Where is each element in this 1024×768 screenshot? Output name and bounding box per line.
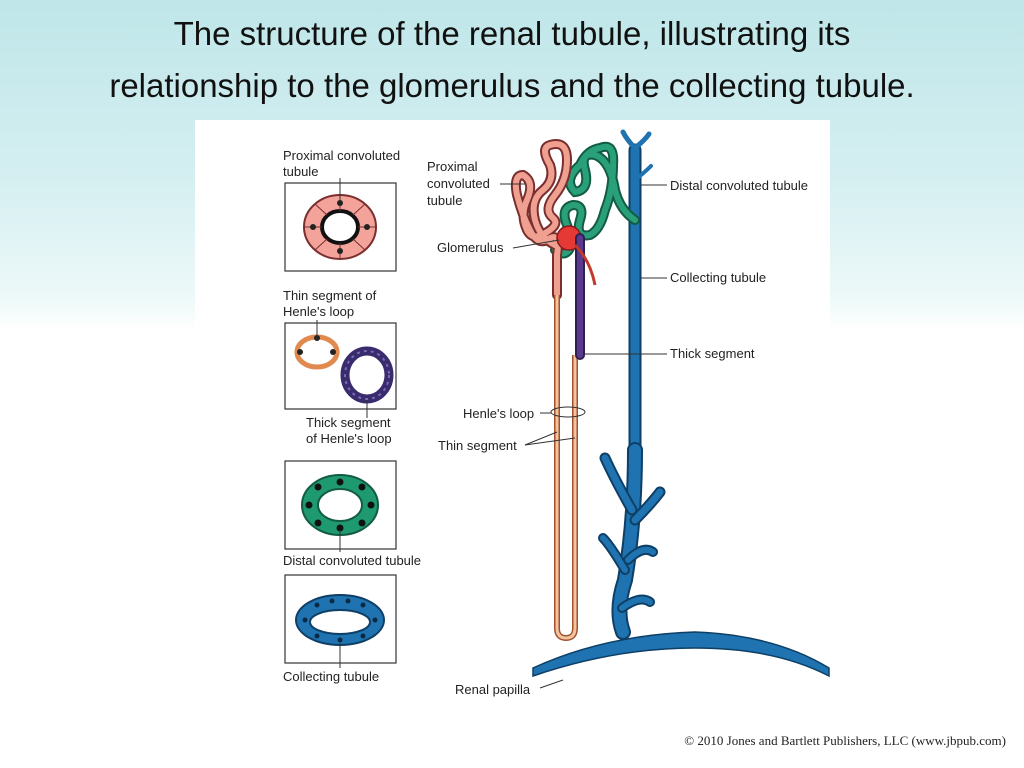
nephron-glomerulus-label: Glomerulus — [437, 240, 504, 255]
leader-thin-2 — [524, 437, 576, 446]
nephron-collecting-label: Collecting tubule — [670, 270, 766, 285]
distal-convoluted-tubule — [552, 143, 638, 257]
cs-thick-label-2: of Henle's loop — [306, 431, 392, 446]
slide-title: The structure of the renal tubule, illus… — [0, 8, 1024, 112]
cs-thin-label-2: Henle's loop — [283, 304, 354, 319]
cs-thin-label-1: Thin segment of — [283, 288, 377, 303]
cs-proximal-label-2: tubule — [283, 164, 318, 179]
collecting-tubule — [598, 129, 666, 640]
nephron-papilla-label: Renal papilla — [455, 682, 531, 697]
henle-loop-marker — [550, 406, 586, 418]
nephron-distal-label: Distal convoluted tubule — [670, 178, 808, 193]
title-line-1: The structure of the renal tubule, illus… — [173, 15, 851, 52]
renal-tubule-figure: Proximal convoluted tubule Thin segment … — [195, 120, 830, 712]
cs-thick-segment — [340, 346, 394, 404]
renal-tubule-diagram: Proximal convoluted tubule Thin segment … — [283, 129, 830, 697]
cs-collecting-label: Collecting tubule — [283, 669, 379, 684]
thin-segment-outline — [554, 295, 578, 642]
proximal-convoluted-tubule — [512, 141, 571, 298]
leader-papilla — [539, 679, 564, 689]
renal-papilla — [532, 631, 830, 678]
nephron-proximal-label-3: tubule — [427, 193, 462, 208]
cs-proximal-label-1: Proximal convoluted — [283, 148, 400, 163]
nephron-thin-label: Thin segment — [438, 438, 517, 453]
leader-glomerulus — [512, 239, 560, 249]
cs-distal-tubule — [301, 474, 379, 536]
thin-segment — [555, 295, 577, 640]
cs-thick-label-1: Thick segment — [306, 415, 391, 430]
nephron-henle-label: Henle's loop — [463, 406, 534, 421]
nephron-proximal-label-2: convoluted — [427, 176, 490, 191]
cs-distal-label: Distal convoluted tubule — [283, 553, 421, 568]
cs-collecting-tubule — [295, 594, 385, 646]
afferent-vessel — [573, 243, 597, 286]
nephron-proximal-label-1: Proximal — [427, 159, 478, 174]
nephron-thick-label: Thick segment — [670, 346, 755, 361]
leader-thin-1 — [524, 431, 558, 446]
copyright-credit: © 2010 Jones and Bartlett Publishers, LL… — [684, 733, 1006, 748]
cs-proximal-tubule — [303, 194, 377, 260]
title-line-2: relationship to the glomerulus and the c… — [109, 67, 915, 104]
